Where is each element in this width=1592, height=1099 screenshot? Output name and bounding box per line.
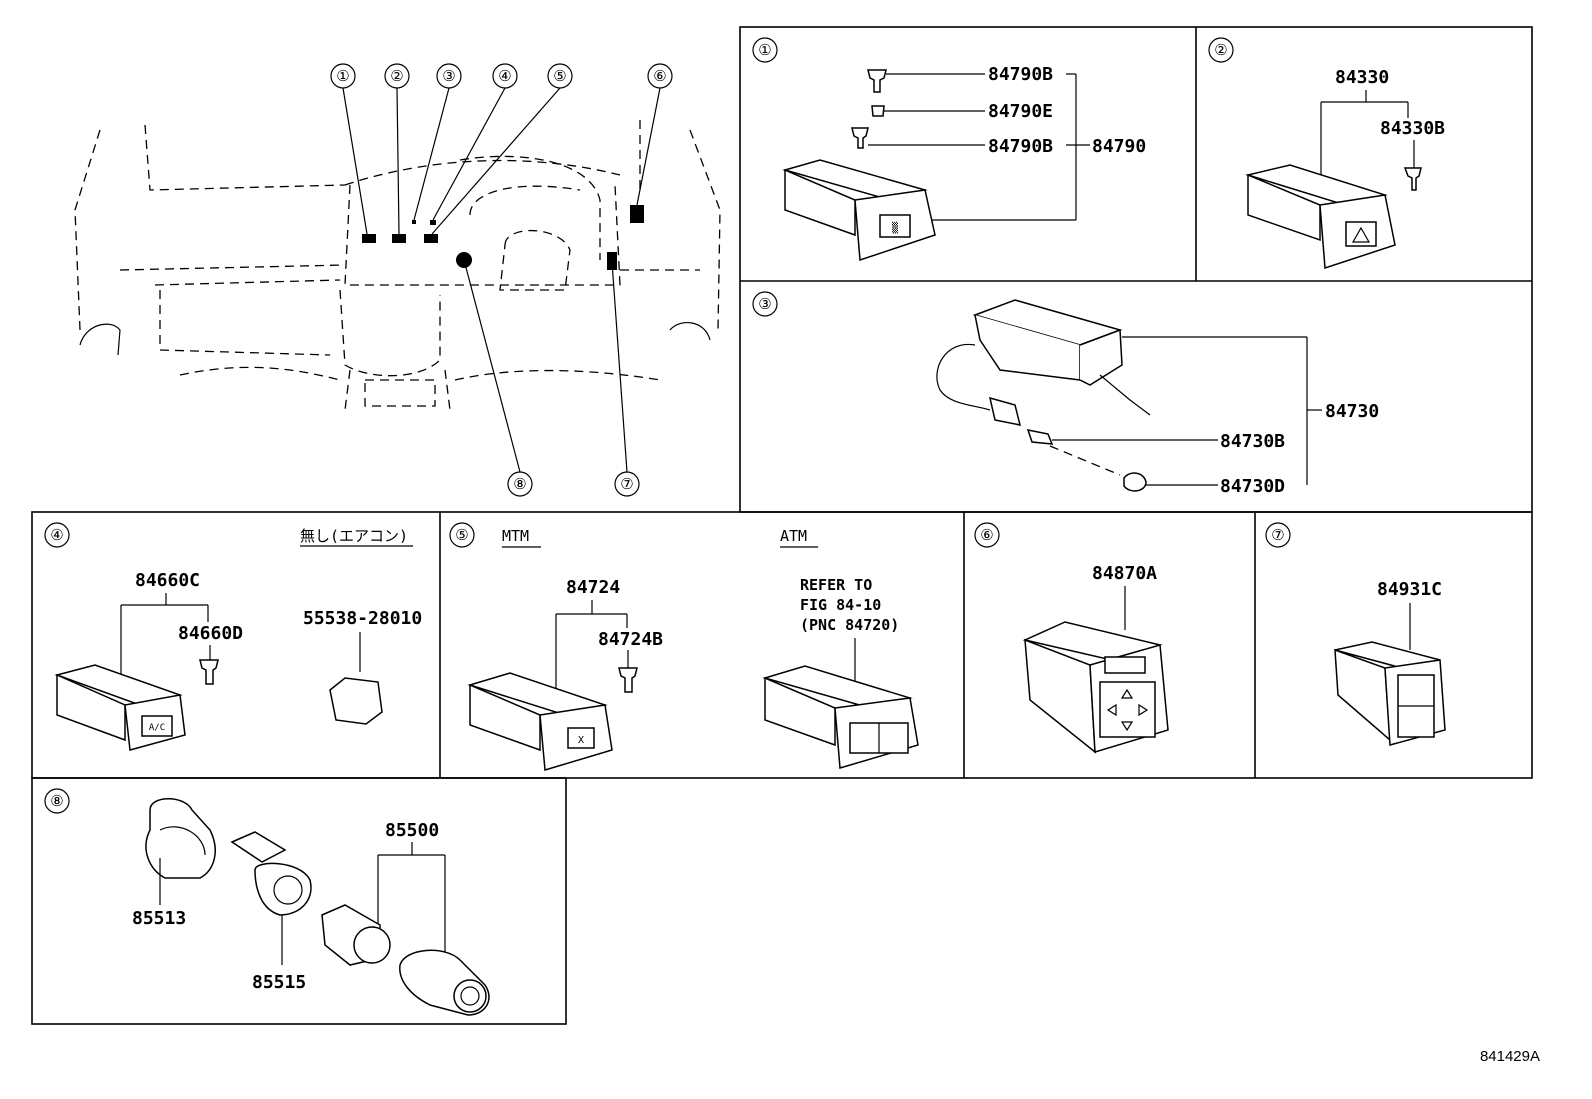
svg-text:84724: 84724 <box>566 577 620 598</box>
callout-6: ⑥ <box>647 63 673 89</box>
svg-text:①: ① <box>336 67 349 85</box>
svg-text:84660D: 84660D <box>178 623 243 644</box>
svg-text:⑦: ⑦ <box>620 475 633 493</box>
atm-switch-icon <box>762 665 919 769</box>
svg-text:⑤: ⑤ <box>455 526 468 544</box>
callout-5: ⑤ <box>547 63 573 89</box>
box-4-ac-switch: ④ 無し(エアコン) 84660C 84660D A/C 55538-28010 <box>44 522 422 751</box>
svg-text:▒: ▒ <box>892 221 899 234</box>
box-6-mirror-switch: ⑥ 84870A <box>974 522 1169 754</box>
lighter-socket-icon <box>230 831 312 916</box>
box-1-defogger-switch: ① 84790B 84790E 84790B 84790 ▒ <box>752 37 1146 262</box>
svg-text:84790B: 84790B <box>988 64 1053 85</box>
heater-control-assembly-icon <box>936 299 1151 426</box>
defogger-switch-icon: ▒ <box>782 159 936 262</box>
hazard-switch-icon <box>1245 164 1396 270</box>
bulb-84730d-icon <box>1123 472 1147 492</box>
callout-2: ② <box>384 63 410 89</box>
svg-text:③: ③ <box>442 67 455 85</box>
svg-text:84790B: 84790B <box>988 136 1053 157</box>
svg-text:④: ④ <box>50 526 63 544</box>
bulb-84790b-icon <box>867 69 887 93</box>
callout-3: ③ <box>436 63 462 89</box>
svg-text:85500: 85500 <box>385 820 439 841</box>
bulb-84790b-2-icon <box>851 127 869 149</box>
callout-4: ④ <box>492 63 518 89</box>
svg-text:REFER TO: REFER TO <box>800 576 872 594</box>
svg-text:MTM: MTM <box>502 527 529 545</box>
bulb-84790e-icon <box>871 105 885 117</box>
svg-text:84330B: 84330B <box>1380 118 1445 139</box>
switch-position-2-icon <box>392 234 406 243</box>
mtm-switch-icon: X <box>467 672 613 771</box>
panel-frames <box>31 26 1533 1025</box>
svg-text:⑦: ⑦ <box>1271 526 1284 544</box>
svg-text:⑥: ⑥ <box>980 526 993 544</box>
svg-text:(PNC 84720): (PNC 84720) <box>800 616 899 634</box>
svg-text:84660C: 84660C <box>135 570 200 591</box>
callout-8: ⑧ <box>507 471 533 497</box>
mirror-switch-icon <box>1022 621 1169 754</box>
rocker-switch-icon <box>1334 641 1446 746</box>
svg-text:⑤: ⑤ <box>553 67 566 85</box>
dashboard-overview: ① ② ③ ④ ⑤ ⑥ ⑧ ⑦ <box>74 63 721 497</box>
callout-7: ⑦ <box>614 471 640 497</box>
ac-switch-icon: A/C <box>54 664 186 751</box>
box-5-shift-switch: ⑤ MTM ATM 84724 84724B X REFER TO FIG 84… <box>449 522 919 771</box>
svg-text:84330: 84330 <box>1335 67 1389 88</box>
lighter-element-icon <box>321 904 391 966</box>
svg-text:④: ④ <box>498 67 511 85</box>
svg-text:84724B: 84724B <box>598 629 663 650</box>
svg-text:A/C: A/C <box>149 723 165 733</box>
figure-number: 841429A <box>1479 1048 1540 1065</box>
box-8-cigarette-lighter: ⑧ 85513 85515 85500 <box>44 788 490 1016</box>
box-7-rocker-switch: ⑦ 84931C <box>1265 522 1446 746</box>
svg-text:⑥: ⑥ <box>653 67 666 85</box>
svg-text:84730D: 84730D <box>1220 476 1285 497</box>
box-3-heater-control: ③ 84730 84730B 84730D <box>752 291 1379 497</box>
svg-text:84730B: 84730B <box>1220 431 1285 452</box>
switch-position-1-icon <box>362 234 376 243</box>
lighter-retainer-icon <box>145 798 216 879</box>
switch-position-7-icon <box>607 252 617 270</box>
svg-text:ATM: ATM <box>780 527 807 545</box>
switch-position-5-icon <box>424 234 438 243</box>
bulb-84330b-icon <box>1403 167 1422 191</box>
bulb-84660d-icon <box>199 659 219 685</box>
bulb-84724b-icon <box>618 667 638 693</box>
svg-text:84790: 84790 <box>1092 136 1146 157</box>
box-2-hazard-switch: ② 84330 84330B <box>1208 37 1445 270</box>
svg-text:84870A: 84870A <box>1092 563 1157 584</box>
svg-text:③: ③ <box>758 295 771 313</box>
bulb-84730b-icon <box>1026 429 1054 445</box>
hole-cover-icon <box>329 677 383 725</box>
svg-text:FIG 84-10: FIG 84-10 <box>800 596 881 614</box>
svg-text:①: ① <box>758 41 771 59</box>
svg-text:無し(エアコン): 無し(エアコン) <box>300 527 408 545</box>
svg-text:②: ② <box>1214 41 1227 59</box>
switch-position-6-icon <box>630 205 644 223</box>
svg-text:84730: 84730 <box>1325 401 1379 422</box>
svg-text:⑧: ⑧ <box>513 475 526 493</box>
svg-text:55538-28010: 55538-28010 <box>303 608 422 629</box>
svg-text:84790E: 84790E <box>988 101 1053 122</box>
svg-text:84931C: 84931C <box>1377 579 1442 600</box>
lighter-knob-icon <box>399 949 490 1016</box>
svg-text:85513: 85513 <box>132 908 186 929</box>
svg-text:⑧: ⑧ <box>50 792 63 810</box>
svg-text:X: X <box>578 735 584 746</box>
svg-text:85515: 85515 <box>252 972 306 993</box>
callout-1: ① <box>330 63 356 89</box>
svg-text:②: ② <box>390 67 403 85</box>
